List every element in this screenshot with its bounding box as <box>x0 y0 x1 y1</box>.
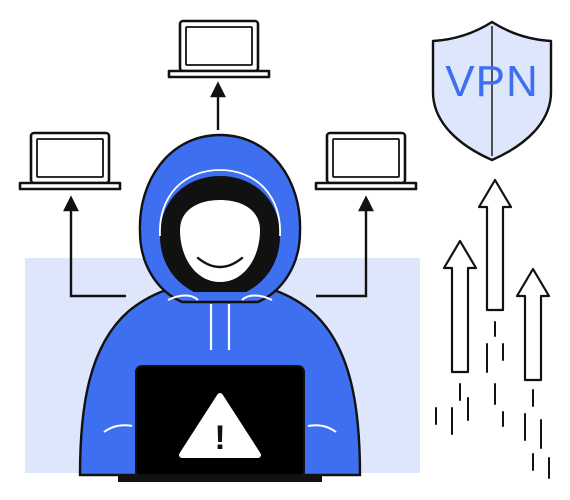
arrow-up-icon-right <box>515 267 551 382</box>
arrow-up-icon-tall <box>477 178 513 312</box>
motion-dashes <box>435 321 550 479</box>
smile <box>196 256 244 269</box>
arrow-up-icon-left <box>442 239 478 374</box>
arrow-right-connector <box>316 195 374 298</box>
vpn-label: VPN <box>445 57 538 106</box>
rising-arrows <box>442 178 551 382</box>
laptop-icon-top <box>167 19 271 79</box>
warning-triangle-icon: ! <box>179 393 261 458</box>
arrow-up-icon-top <box>210 81 226 130</box>
warning-glyph: ! <box>214 419 225 457</box>
laptop-icon-right <box>314 131 418 191</box>
face <box>180 200 260 282</box>
shield-icon: VPN <box>431 20 553 162</box>
arrow-left-connector <box>63 195 126 298</box>
laptop-icon-left <box>18 131 122 191</box>
